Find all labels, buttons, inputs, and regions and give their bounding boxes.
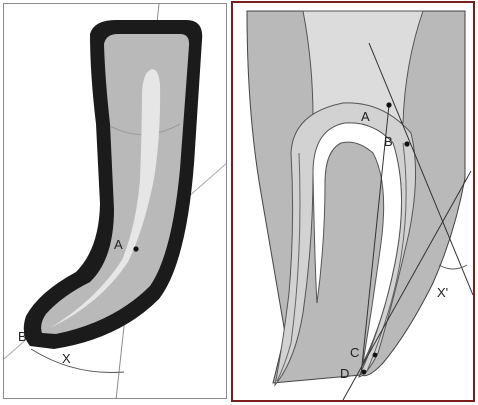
point-a-marker bbox=[133, 246, 138, 251]
point-a-label: A bbox=[361, 109, 370, 124]
angle-x-prime-arc bbox=[439, 265, 467, 269]
point-c-label: C bbox=[350, 345, 359, 360]
angle-x-label: X bbox=[62, 351, 71, 366]
point-a-label: A bbox=[114, 237, 123, 252]
point-a-marker bbox=[386, 102, 391, 107]
point-b-marker bbox=[404, 141, 409, 146]
point-b-label: B bbox=[384, 134, 393, 149]
left-diagram-panel: A B X bbox=[3, 3, 227, 399]
point-d-label: D bbox=[340, 366, 349, 381]
point-b-label: B bbox=[18, 329, 27, 344]
right-diagram: A B C D X' bbox=[233, 3, 473, 400]
left-diagram: A B X bbox=[4, 4, 227, 399]
angle-x-arc bbox=[31, 349, 124, 373]
point-d-marker bbox=[362, 370, 367, 375]
point-c-marker bbox=[373, 353, 378, 358]
right-diagram-panel: A B C D X' bbox=[231, 1, 475, 402]
angle-x-prime-label: X' bbox=[437, 285, 448, 300]
